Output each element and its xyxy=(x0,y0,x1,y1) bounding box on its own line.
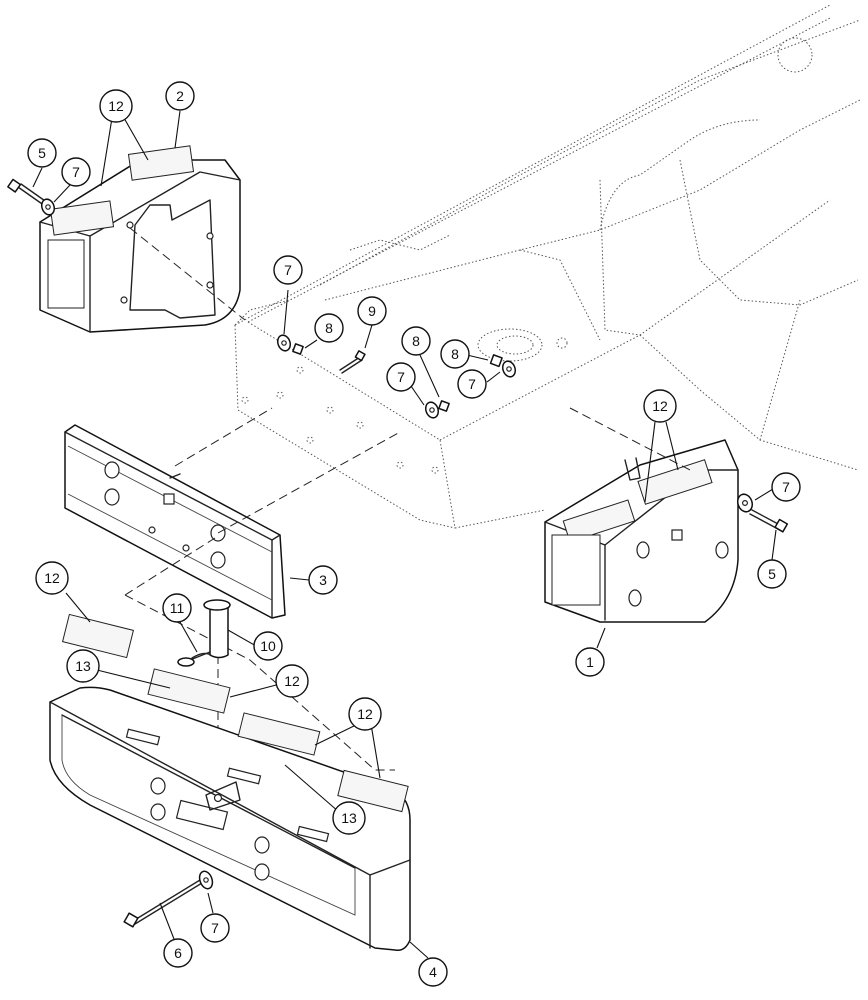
alignment-line-d xyxy=(124,594,395,771)
callout-12-left-weight: 12 xyxy=(99,89,133,123)
callout-13-right: 13 xyxy=(332,801,366,835)
svg-text:13: 13 xyxy=(341,810,357,826)
frame-hardware xyxy=(276,334,517,419)
front-bumper-weight xyxy=(49,613,411,952)
svg-text:7: 7 xyxy=(284,262,292,278)
decal-right-weight-a xyxy=(562,499,636,543)
callout-8-frame-center: 8 xyxy=(401,326,431,356)
front-bracket-plate xyxy=(64,424,286,619)
svg-text:8: 8 xyxy=(325,320,333,336)
svg-text:12: 12 xyxy=(357,706,373,722)
callout-8-frame-left: 8 xyxy=(314,313,344,343)
svg-text:8: 8 xyxy=(412,333,420,349)
callout-9: 9 xyxy=(357,296,387,326)
callout-10: 10 xyxy=(253,631,283,661)
svg-text:7: 7 xyxy=(468,376,476,392)
svg-text:4: 4 xyxy=(429,964,437,980)
tractor-front-frame xyxy=(234,4,861,529)
decal-bumper-right xyxy=(337,769,409,813)
callout-7-right: 7 xyxy=(771,472,801,502)
callout-5-left: 5 xyxy=(27,138,57,168)
svg-text:7: 7 xyxy=(397,369,405,385)
bolt-and-washer-right xyxy=(736,493,789,533)
svg-text:12: 12 xyxy=(44,570,60,586)
svg-text:12: 12 xyxy=(652,398,668,414)
svg-text:12: 12 xyxy=(108,98,124,114)
svg-text:11: 11 xyxy=(170,600,185,616)
svg-text:13: 13 xyxy=(75,658,91,674)
decal-bumper-left xyxy=(61,613,135,659)
svg-text:3: 3 xyxy=(319,572,327,588)
svg-text:7: 7 xyxy=(782,479,790,495)
callout-11: 11 xyxy=(162,593,192,623)
svg-text:2: 2 xyxy=(176,88,184,104)
svg-text:9: 9 xyxy=(368,303,376,319)
callout-1: 1 xyxy=(575,647,605,677)
svg-text:6: 6 xyxy=(174,945,182,961)
svg-text:7: 7 xyxy=(211,920,219,936)
bolt-and-washer-left xyxy=(7,178,56,216)
svg-text:1: 1 xyxy=(586,654,594,670)
callout-6: 6 xyxy=(163,938,193,968)
svg-text:10: 10 xyxy=(260,638,276,654)
callout-12-bumper-right: 12 xyxy=(348,697,382,731)
svg-text:5: 5 xyxy=(38,145,46,161)
decal-left-weight-a xyxy=(49,200,115,236)
alignment-line-b xyxy=(217,431,401,534)
callout-3: 3 xyxy=(308,565,338,595)
callout-13-left: 13 xyxy=(66,649,100,683)
decal-right-weight-b xyxy=(637,459,713,505)
decal-bumper-center xyxy=(147,668,231,714)
callout-5-right: 5 xyxy=(757,559,787,589)
callout-7-frame-left: 7 xyxy=(273,255,303,285)
side-weight-left xyxy=(39,145,246,333)
callout-12-right-weight: 12 xyxy=(643,389,677,423)
callout-4: 4 xyxy=(418,957,448,987)
svg-text:5: 5 xyxy=(768,566,776,582)
bolt-and-washer-bottom xyxy=(123,870,214,928)
svg-text:12: 12 xyxy=(284,673,300,689)
callout-7-bottom: 7 xyxy=(200,913,230,943)
alignment-line-c xyxy=(124,537,216,596)
callout-8-frame-right: 8 xyxy=(440,339,470,369)
side-weight-right xyxy=(544,407,739,623)
leader-lines xyxy=(32,110,777,959)
alignment-line-a xyxy=(174,407,273,467)
callout-7-frame-center: 7 xyxy=(386,362,416,392)
svg-text:7: 7 xyxy=(72,164,80,180)
callout-2: 2 xyxy=(165,81,195,111)
callout-12-bumper-center: 12 xyxy=(275,664,309,698)
callout-7-frame-right: 7 xyxy=(457,369,487,399)
callout-12-bumper-left: 12 xyxy=(35,561,69,595)
decal-bumper-mid-right xyxy=(237,712,321,756)
svg-text:8: 8 xyxy=(451,346,459,362)
callout-7-left: 7 xyxy=(61,157,91,187)
